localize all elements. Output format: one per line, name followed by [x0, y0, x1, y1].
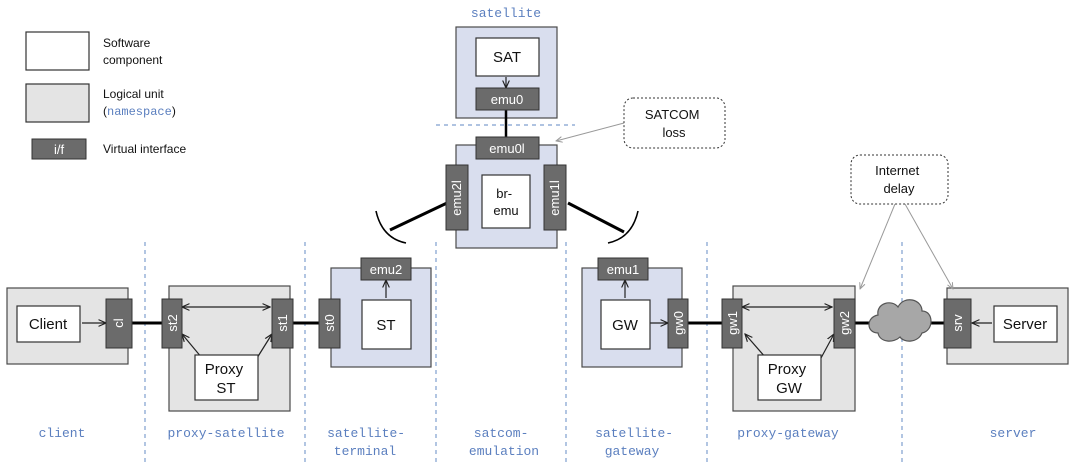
interface-srv-chip	[943, 298, 972, 349]
legend-interface-label: Virtual interface	[103, 142, 186, 156]
label-satellite-terminal: satellite- terminal	[327, 426, 413, 459]
svg-text:SATCOM loss: SATCOM loss	[645, 107, 703, 140]
component-br-emu-box	[481, 174, 531, 229]
component-server-box	[993, 305, 1058, 343]
interface-emu2-chip	[360, 257, 412, 281]
namespace-labels: satellite client proxy-satellite satelli…	[39, 6, 1037, 459]
interface-gw2-chip	[833, 298, 856, 349]
interface-gw1-chip	[721, 298, 743, 349]
interface-emu1-chip	[597, 257, 649, 281]
component-proxy-st-box	[194, 354, 259, 401]
arrow-proxygw-gw2	[820, 334, 834, 359]
link-emu1l-antenna	[567, 201, 625, 234]
interface-emu2l-chip	[445, 164, 469, 231]
legend-interface-chip: i/f	[54, 142, 65, 157]
interface-emu2l: emu2l	[449, 180, 464, 216]
software-components	[16, 37, 1058, 401]
pointer-delay-gw2	[860, 203, 896, 289]
antenna-terminal	[375, 210, 407, 244]
component-sat-box	[475, 37, 540, 77]
label-satellite: satellite	[471, 6, 541, 21]
internet-cloud-icon	[868, 299, 932, 342]
interface-emu1: emu1	[607, 262, 640, 277]
legend-interface-swatch	[31, 138, 87, 160]
callout-pointers	[556, 122, 953, 289]
legend-logical-namespace: (namespace)	[103, 104, 176, 119]
component-proxy-gw: Proxy GW	[768, 361, 811, 397]
interface-gw1: gw1	[725, 311, 740, 335]
component-client: Client	[29, 316, 68, 333]
interface-st0: st0	[322, 314, 337, 331]
interface-gw0: gw0	[671, 311, 686, 335]
interface-emu1l-chip	[543, 164, 567, 231]
interface-st2: st2	[165, 314, 180, 331]
legend: Software component Logical unit (namespa…	[25, 31, 186, 160]
interface-emu0-chip	[475, 87, 540, 111]
interface-st0-chip	[318, 298, 341, 349]
component-proxy-st: Proxy ST	[205, 361, 248, 397]
component-st-box	[361, 299, 412, 350]
vertical-interfaces: emu2l emu1l cl st2 st1 st0 gw0 gw1 gw2 s…	[105, 164, 972, 349]
component-sat: SAT	[493, 49, 521, 66]
interface-emu0l: emu0l	[489, 141, 525, 156]
label-server: server	[990, 426, 1037, 441]
interface-gw0-chip	[667, 298, 689, 349]
horizontal-interfaces: emu0 emu0l emu2 emu1	[360, 87, 649, 281]
pointer-delay-srv	[904, 203, 953, 289]
component-proxy-gw-box	[757, 354, 822, 401]
callout-internet-delay: Internet delay	[850, 154, 949, 205]
interface-emu1l: emu1l	[547, 180, 562, 216]
link-emu2l-antenna	[389, 201, 448, 232]
label-satellite-gateway: satellite- gateway	[595, 426, 681, 459]
interface-gw2: gw2	[837, 311, 852, 335]
legend-logical-label: Logical unit	[103, 87, 164, 101]
interface-st1-chip	[271, 298, 294, 349]
namespace-boxes	[6, 26, 1069, 412]
interface-st1: st1	[275, 314, 290, 331]
component-server: Server	[1003, 316, 1047, 333]
label-proxy-gateway: proxy-gateway	[737, 426, 839, 441]
label-proxy-satellite: proxy-satellite	[167, 426, 284, 441]
interface-cl-chip	[105, 298, 133, 349]
arrow-proxyst-st2	[182, 334, 203, 359]
label-satcom-emulation: satcom- emulation	[469, 426, 539, 459]
arrow-proxyst-st1	[256, 334, 272, 359]
label-client: client	[39, 426, 86, 441]
interface-cl: cl	[111, 318, 126, 328]
component-gw: GW	[612, 317, 639, 334]
flow-arrows	[82, 77, 992, 359]
legend-component-label: Software component	[103, 36, 163, 67]
legend-logical-swatch	[25, 83, 90, 123]
arrow-proxygw-gw1	[745, 334, 767, 359]
interface-emu0l-chip	[475, 136, 540, 160]
component-st: ST	[376, 317, 395, 334]
antenna-gateway	[607, 210, 639, 244]
interface-emu0: emu0	[491, 92, 524, 107]
namespace-separators	[144, 124, 903, 465]
callout-satcom-loss: SATCOM loss	[623, 97, 726, 149]
interface-emu2: emu2	[370, 262, 403, 277]
component-gw-box	[600, 299, 651, 350]
interface-srv: srv	[950, 314, 965, 332]
svg-text:Internet delay: Internet delay	[875, 163, 923, 196]
interface-st2-chip	[161, 298, 183, 349]
component-client-box	[16, 305, 81, 343]
component-br-emu: br- emu	[493, 186, 518, 218]
pointer-satcom-loss	[556, 122, 625, 141]
legend-component-swatch	[25, 31, 90, 71]
